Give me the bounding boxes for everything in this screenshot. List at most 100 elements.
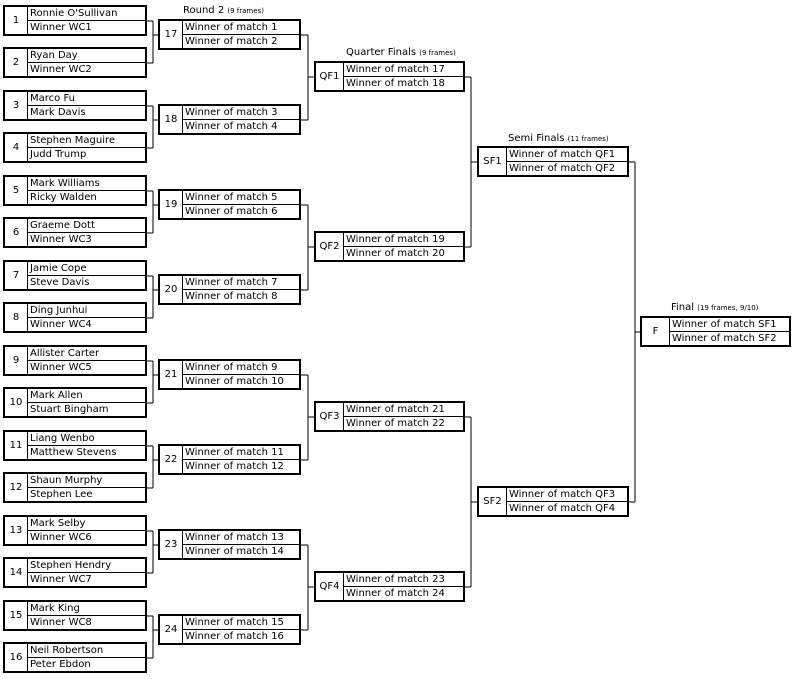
player-bottom: Winner of match 2 [183,34,299,48]
player-top: Winner of match 17 [346,63,445,75]
match-number: 16 [5,644,28,671]
match-number: 5 [5,177,28,204]
match-number: 7 [5,262,28,289]
header-semi-finals-note: (11 frames) [567,135,609,143]
match-number: 17 [160,21,183,48]
player-top: Jamie Cope [30,262,87,274]
player-top: Mark King [30,602,80,614]
player-bottom: Winner of match 24 [344,586,463,600]
player-bottom: Winner WC5 [28,360,145,374]
header-quarter-finals: Quarter Finals (9 frames) [346,48,456,58]
player-top: Liang Wenbo [30,432,95,444]
player-bottom: Winner of match QF4 [507,501,627,515]
player-bottom: Winner of match QF2 [507,161,627,175]
match-number: 21 [160,361,183,388]
player-bottom: Winner WC4 [28,317,145,331]
match-number: 22 [160,446,183,473]
match-number: 23 [160,531,183,558]
match-number: 6 [5,219,28,246]
header-round-2-title: Round 2 [183,5,225,16]
header-semi-finals: Semi Finals (11 frames) [508,134,609,144]
header-final-note: (19 frames, 9/10) [697,304,759,312]
match-number: 9 [5,347,28,374]
match-number: 4 [5,134,28,161]
player-bottom: Stephen Lee [28,487,145,501]
player-top: Mark Selby [30,517,86,529]
player-top: Winner of match 3 [185,106,278,118]
player-bottom: Winner WC6 [28,530,145,544]
match-number: 13 [5,517,28,544]
player-bottom: Winner of match 10 [183,374,299,388]
player-bottom: Winner of match SF2 [670,331,789,345]
match-number: 15 [5,602,28,629]
player-top: Mark Allen [30,389,83,401]
player-top: Winner of match 23 [346,573,445,585]
player-top: Ryan Day [30,49,78,61]
match-number: SF1 [479,148,507,175]
header-quarter-finals-title: Quarter Finals [346,47,417,58]
player-top: Winner of match 13 [185,531,284,543]
player-bottom: Winner WC7 [28,572,145,586]
player-top: Shaun Murphy [30,474,103,486]
player-bottom: Winner of match 20 [344,246,463,260]
player-top: Winner of match 11 [185,446,284,458]
player-bottom: Winner of match 22 [344,416,463,430]
player-bottom: Winner WC3 [28,232,145,246]
player-top: Winner of match 5 [185,191,278,203]
player-top: Ding Junhui [30,304,88,316]
player-bottom: Steve Davis [28,275,145,289]
header-semi-finals-title: Semi Finals [508,133,565,144]
player-bottom: Ricky Walden [28,190,145,204]
header-final-title: Final [671,302,695,313]
player-bottom: Judd Trump [28,147,145,161]
player-bottom: Peter Ebdon [28,657,145,671]
player-top: Winner of match 7 [185,276,278,288]
player-bottom: Winner of match 14 [183,544,299,558]
player-top: Winner of match QF1 [509,148,616,160]
match-number: 12 [5,474,28,501]
player-bottom: Winner of match 6 [183,204,299,218]
match-number: 11 [5,432,28,459]
player-bottom: Winner WC1 [28,20,145,34]
player-top: Graeme Dott [30,219,95,231]
match-number: 24 [160,616,183,643]
player-top: Winner of match 1 [185,21,278,33]
